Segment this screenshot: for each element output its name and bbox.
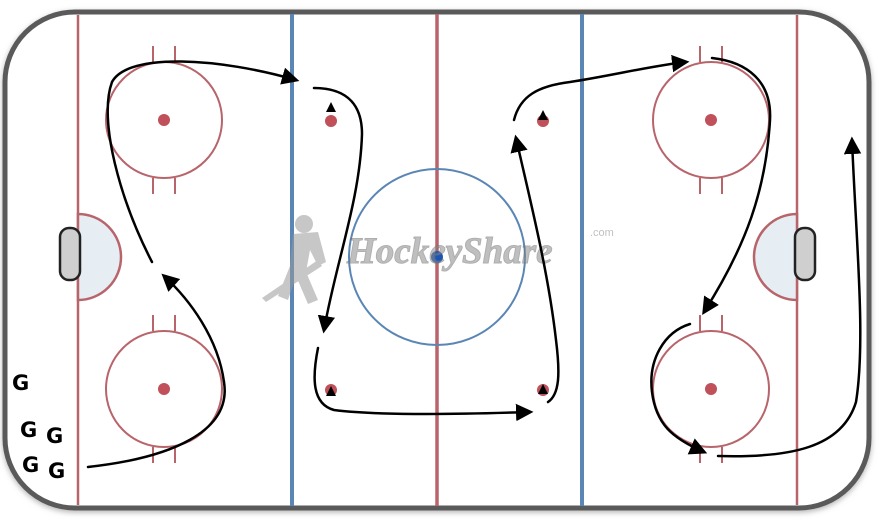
pylon-icon	[538, 384, 548, 394]
path-neutral-left-down	[312, 86, 364, 334]
path-neutral-right-up	[510, 134, 560, 404]
player-group: G G G G G	[12, 371, 65, 483]
hockey-player-icon	[262, 215, 326, 304]
path-start-loop	[86, 273, 226, 469]
player-marker: G	[46, 424, 63, 448]
path-finish-up-right	[716, 136, 862, 458]
pylons	[326, 102, 548, 396]
player-marker: G	[20, 418, 37, 442]
path-top-right-circle-down	[702, 56, 772, 315]
watermark: HockeyShare .com	[262, 215, 614, 304]
faceoff-circle-bottom-right	[652, 315, 770, 463]
watermark-brand: HockeyShare	[346, 231, 553, 272]
player-marker: G	[22, 453, 39, 477]
goal-net-right	[793, 226, 817, 282]
center-faceoff-dot	[431, 251, 443, 263]
goal-crease-right	[752, 212, 799, 302]
pylon-icon	[326, 102, 336, 112]
goal-net-left	[58, 226, 82, 282]
neutral-dot-top-left	[325, 115, 337, 127]
faceoff-circle-top-left	[105, 46, 223, 194]
skating-paths	[86, 54, 862, 469]
path-bottom-right-loop	[650, 322, 708, 455]
path-top-left-to-blueline	[106, 60, 300, 264]
path-to-top-right	[512, 54, 690, 122]
player-marker: G	[12, 371, 29, 395]
pylon-icon	[326, 386, 336, 396]
pylon-icon	[538, 110, 548, 120]
goal-crease-left	[76, 212, 123, 302]
watermark-suffix: .com	[590, 227, 614, 239]
center-faceoff-circle	[348, 168, 526, 346]
player-marker: G	[48, 459, 65, 483]
path-bottom-across	[313, 346, 534, 422]
